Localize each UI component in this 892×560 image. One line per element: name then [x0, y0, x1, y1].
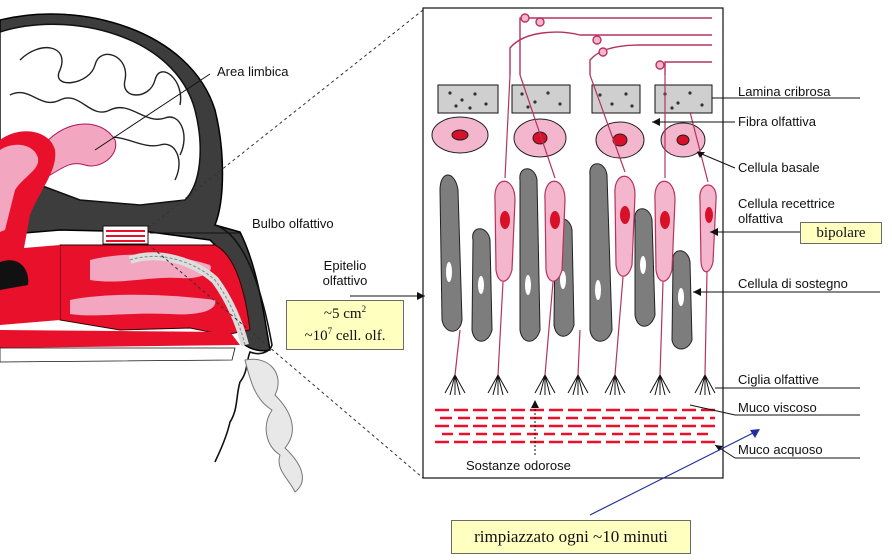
label-bulbo-olfattivo: Bulbo olfattivo: [252, 216, 334, 231]
label-cellula-sostegno: Cellula di sostegno: [738, 276, 848, 291]
note-cells: ~107 cell. olf.: [287, 325, 403, 347]
label-muco-acquoso: Muco acquoso: [738, 442, 823, 457]
label-epitelio-line1: Epitelio: [300, 258, 390, 273]
label-cellula-recettrice-line1: Cellula recettrice: [738, 196, 835, 211]
note-area-exp: 2: [362, 304, 367, 314]
epithelium-panel: [423, 8, 723, 478]
label-area-limbica: Area limbica: [217, 64, 289, 79]
note-area: ~5 cm2: [287, 303, 403, 325]
label-sostanze-odorose: Sostanze odorose: [466, 458, 571, 473]
label-cellula-basale: Cellula basale: [738, 160, 820, 175]
note-epithelium-stats: ~5 cm2 ~107 cell. olf.: [286, 300, 404, 350]
note-bipolare: bipolare: [800, 222, 882, 244]
label-muco-viscoso: Muco viscoso: [738, 400, 817, 415]
head-section: [0, 10, 423, 492]
note-area-value: ~5 cm: [324, 306, 362, 322]
note-cells-prefix: ~10: [305, 328, 328, 344]
label-epitelio: Epitelio olfattivo: [300, 258, 390, 288]
label-ciglia-olfattive: Ciglia olfattive: [738, 372, 819, 387]
label-fibra-olfattiva: Fibra olfattiva: [738, 114, 816, 129]
note-rimpiazzato: rimpiazzato ogni ~10 minuti: [451, 520, 691, 554]
odor-plume: [245, 359, 302, 492]
label-epitelio-line2: olfattivo: [300, 273, 390, 288]
note-cells-suffix: cell. olf.: [332, 328, 385, 344]
label-lamina-cribrosa: Lamina cribrosa: [738, 84, 831, 99]
